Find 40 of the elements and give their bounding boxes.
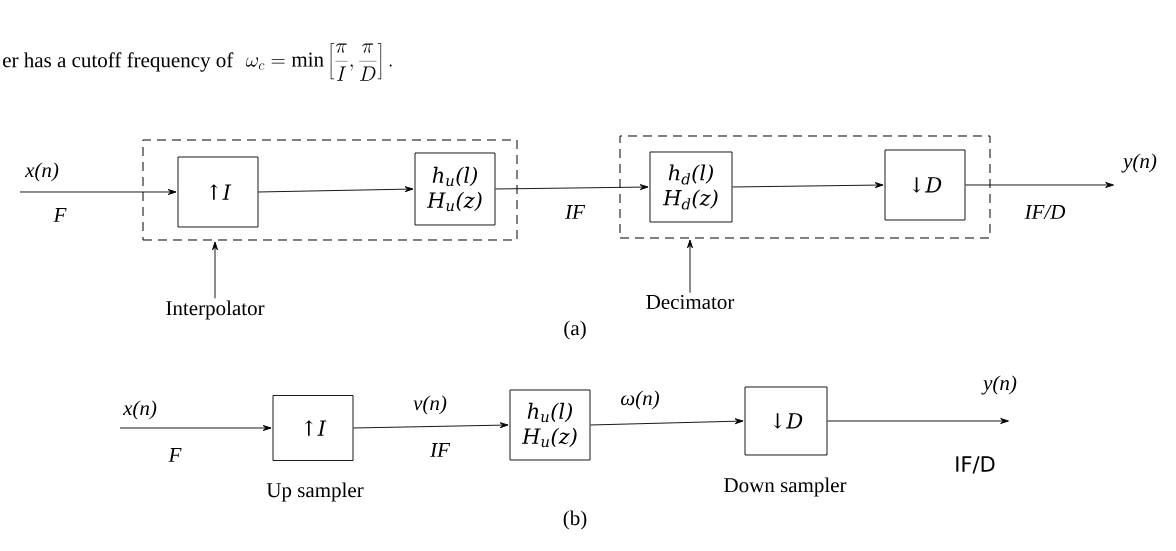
rate-label: F: [168, 448, 182, 462]
handwritten-note: IF/D: [956, 456, 995, 474]
pointer-arrow: [212, 241, 218, 299]
signal-label: x(n): [24, 162, 59, 182]
panel-label: (a): [564, 320, 586, 340]
rate-label: IF: [565, 205, 586, 219]
signal-arrow: [965, 182, 1114, 188]
rate-label: F: [53, 208, 67, 222]
signal-arrow: [827, 418, 1009, 424]
signal-label: y(n): [981, 375, 1017, 395]
filter-block: h$_{u}$(l) H$_{u}$(z): [509, 389, 591, 461]
annotation-text: Interpolator: [166, 300, 265, 320]
dashed-group-box: [619, 135, 991, 239]
signal-arrow: [119, 425, 272, 431]
sampler-block: ↑I: [177, 156, 259, 228]
signal-arrow: [590, 418, 744, 426]
filter-block: h$_{d}$(l) H$_{d}$(z): [649, 151, 733, 223]
block-caption: Down sampler: [724, 477, 847, 497]
dashed-group-box: [142, 139, 518, 241]
intro-text: er has a cutoff frequency of: [3, 52, 234, 72]
signal-arrow: [19, 189, 177, 195]
formula: $\omega_c = \min\left[\frac{\pi}{I}, \frac{\pi}{D}\right].$: [245, 43, 392, 81]
signal-arrow: [258, 186, 414, 193]
rate-label: IF: [430, 443, 451, 457]
signal-label: y(n): [1121, 153, 1157, 173]
signal-arrow: [495, 184, 649, 191]
panel-label: (b): [563, 510, 587, 530]
rate-label: IF/D: [1024, 204, 1066, 219]
signal-arrow: [353, 422, 509, 429]
annotation-text: Decimator: [646, 294, 735, 310]
sampler-block: ↓D: [884, 149, 966, 221]
pointer-arrow: [687, 239, 693, 294]
block-caption: Up sampler: [266, 482, 364, 502]
sampler-block: ↓D: [744, 386, 828, 456]
signal-arrow: [732, 182, 884, 189]
sampler-block: ↑I: [272, 395, 354, 461]
filter-block: h$_{u}$(l) H$_{u}$(z): [414, 152, 496, 226]
signal-label: ω(n): [621, 390, 659, 410]
signal-label: v(n): [413, 395, 447, 415]
signal-label: x(n): [122, 400, 157, 420]
